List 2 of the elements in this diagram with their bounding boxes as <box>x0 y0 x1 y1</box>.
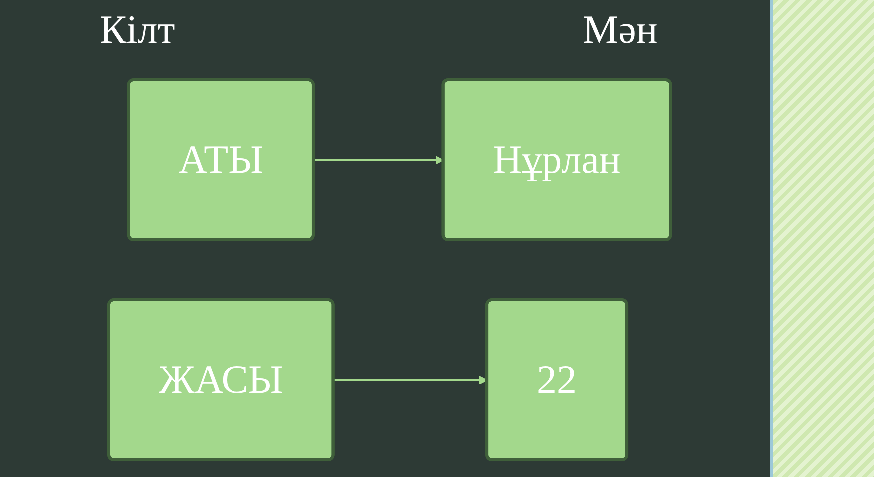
column-heading: Кілт <box>100 6 176 54</box>
column-heading: Мән <box>583 6 658 54</box>
